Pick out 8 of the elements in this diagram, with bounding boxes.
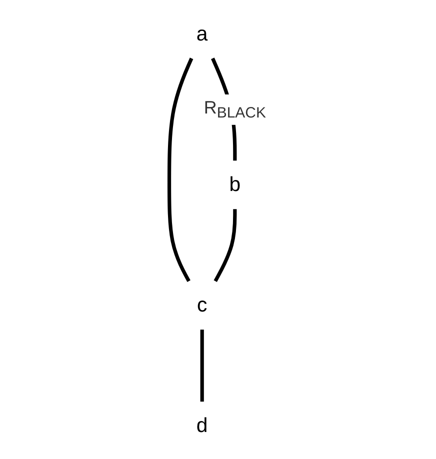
node-text: a (196, 22, 208, 45)
connector (214, 208, 238, 282)
connector (168, 57, 194, 282)
node-text: b (230, 172, 241, 196)
node-text: d (196, 414, 208, 437)
connector (200, 329, 204, 402)
edge-label: R$_{BLACK}$ (204, 97, 266, 121)
node-text: c (197, 293, 208, 316)
